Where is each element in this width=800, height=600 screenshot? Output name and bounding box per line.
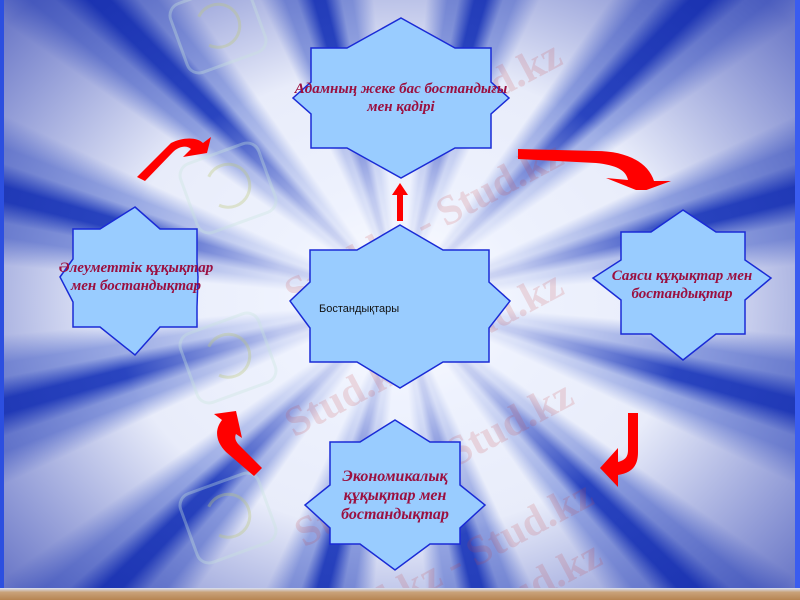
node-center-freedoms[interactable]: Бостандықтары (289, 224, 512, 389)
curved-arrow-icon (518, 149, 671, 190)
eight-point-star-icon (291, 17, 511, 179)
node-personal-freedom[interactable]: Адамның жеке бас бостандығы мен қадірі (291, 17, 511, 179)
floor-strip (0, 588, 800, 600)
node-label: Әлеуметтік құқықтар мен бостандықтар (58, 260, 214, 294)
node-label: Экономикалық құқықтар мен бостандықтар (341, 467, 449, 523)
node-label: Саяси құқықтар мен бостандықтар (611, 268, 753, 302)
right-edge (795, 0, 800, 590)
left-edge (0, 0, 4, 590)
arrow-up-icon (392, 183, 408, 221)
eight-point-star-icon (591, 209, 773, 361)
eight-point-star-icon (303, 419, 487, 571)
curved-arrow-icon (600, 413, 638, 487)
node-label: Адамның жеке бас бостандығы мен қадірі (294, 81, 508, 115)
node-economic-rights[interactable]: Экономикалық құқықтар мен бостандықтар (303, 419, 487, 571)
curved-arrow-icon (137, 137, 211, 181)
center-label: Бостандықтары (319, 303, 400, 315)
node-political-rights[interactable]: Саяси құқықтар мен бостандықтар (591, 209, 773, 361)
node-social-rights[interactable]: Әлеуметтік құқықтар мен бостандықтар (59, 206, 213, 357)
eight-point-star-icon (59, 206, 199, 357)
curved-arrow-icon (214, 411, 262, 476)
eight-point-star-icon (289, 224, 512, 389)
